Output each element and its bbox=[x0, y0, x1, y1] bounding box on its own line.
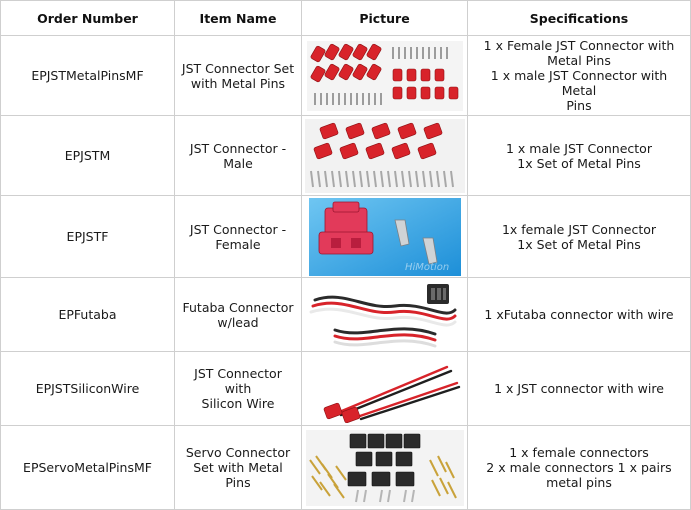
spec-line: Pins bbox=[566, 98, 592, 113]
order-number-cell: EPServoMetalPinsMF bbox=[0, 425, 175, 510]
item-name-cell: JST Connector - Female bbox=[174, 195, 302, 278]
spec-line: 2 x male connectors 1 x pairs bbox=[486, 460, 672, 475]
item-name-cell: JST Connector with Silicon Wire bbox=[174, 351, 302, 426]
order-number-cell: EPJSTF bbox=[0, 195, 175, 278]
table-row: EPJSTSiliconWire JST Connector with Sili… bbox=[0, 351, 691, 426]
servo-connector-set-photo bbox=[305, 429, 464, 506]
header-specifications: Specifications bbox=[467, 0, 691, 36]
item-name-line: Silicon Wire bbox=[201, 396, 275, 411]
spec-line: 1x Set of Metal Pins bbox=[517, 236, 641, 252]
picture-cell bbox=[301, 115, 468, 196]
order-number-cell: EPJSTM bbox=[0, 115, 175, 196]
specifications-cell: 1 x male JST Connector 1x Set of Metal P… bbox=[467, 115, 691, 196]
item-name-cell: JST Connector Set with Metal Pins bbox=[174, 35, 302, 116]
item-name-cell: JST Connector - Male bbox=[174, 115, 302, 196]
picture-cell bbox=[301, 351, 468, 426]
picture-cell: HiMotion bbox=[301, 195, 468, 278]
item-name-line: Futaba Connector bbox=[182, 299, 294, 315]
specifications-cell: 1 x JST connector with wire bbox=[467, 351, 691, 426]
spec-line: Metal Pins bbox=[547, 53, 611, 68]
spec-line: 1 x male JST Connector bbox=[506, 140, 652, 156]
item-name-line: Male bbox=[223, 155, 253, 171]
spec-line: 1x Set of Metal Pins bbox=[517, 155, 641, 171]
jst-female-connector-photo: HiMotion bbox=[308, 197, 461, 276]
order-number-cell: EPFutaba bbox=[0, 277, 175, 352]
jst-silicon-wire-photo bbox=[306, 354, 463, 423]
futaba-connector-wire-photo bbox=[304, 279, 465, 350]
item-name-cell: Servo Connector Set with Metal Pins bbox=[174, 425, 302, 510]
specifications-cell: 1 x female connectors 2 x male connector… bbox=[467, 425, 691, 510]
item-name-line: with Metal Pins bbox=[190, 75, 286, 91]
picture-cell bbox=[301, 35, 468, 116]
header-picture: Picture bbox=[301, 0, 468, 36]
spec-line: metal pins bbox=[546, 475, 612, 490]
item-name-line: JST Connector Set bbox=[181, 60, 295, 76]
picture-cell bbox=[301, 425, 468, 510]
specifications-cell: 1 x Female JST Connector with Metal Pins… bbox=[467, 35, 691, 116]
table-row: EPJSTM JST Connector - Male bbox=[0, 115, 691, 196]
table-row: EPFutaba Futaba Connector w/lead bbox=[0, 277, 691, 352]
item-name-line: Servo Connector bbox=[185, 445, 291, 460]
specifications-cell: 1x female JST Connector 1x Set of Metal … bbox=[467, 195, 691, 278]
header-row: Order Number Item Name Picture Specifica… bbox=[0, 0, 691, 36]
item-name-line: JST Connector - bbox=[189, 140, 287, 156]
jst-male-connector-photo bbox=[304, 118, 465, 193]
order-number-cell: EPJSTMetalPinsMF bbox=[0, 35, 175, 116]
watermark-text: HiMotion bbox=[405, 262, 449, 273]
spec-line: 1 x female connectors bbox=[509, 445, 649, 460]
spec-line: 1 x male JST Connector with Metal bbox=[490, 68, 668, 98]
jst-connector-set-photo bbox=[306, 40, 463, 111]
item-name-line: JST Connector with bbox=[194, 366, 282, 396]
table-row: EPJSTMetalPinsMF JST Connector Set with … bbox=[0, 35, 691, 116]
spec-line: 1 xFutaba connector with wire bbox=[484, 307, 674, 322]
item-name-line: JST Connector - bbox=[189, 221, 287, 237]
table-row: EPServoMetalPinsMF Servo Connector Set w… bbox=[0, 425, 691, 510]
item-name-line: Set with Metal Pins bbox=[193, 460, 283, 490]
header-order-number: Order Number bbox=[0, 0, 175, 36]
spec-line: 1 x Female JST Connector with bbox=[483, 38, 675, 53]
table-row: EPJSTF JST Connector - Female bbox=[0, 195, 691, 278]
specifications-cell: 1 xFutaba connector with wire bbox=[467, 277, 691, 352]
spec-line: 1x female JST Connector bbox=[501, 221, 657, 237]
order-number-cell: EPJSTSiliconWire bbox=[0, 351, 175, 426]
picture-cell bbox=[301, 277, 468, 352]
spec-line: 1 x JST connector with wire bbox=[494, 381, 664, 396]
item-name-line: Female bbox=[215, 236, 261, 252]
header-item-name: Item Name bbox=[174, 0, 302, 36]
item-name-line: w/lead bbox=[217, 314, 259, 330]
item-name-cell: Futaba Connector w/lead bbox=[174, 277, 302, 352]
